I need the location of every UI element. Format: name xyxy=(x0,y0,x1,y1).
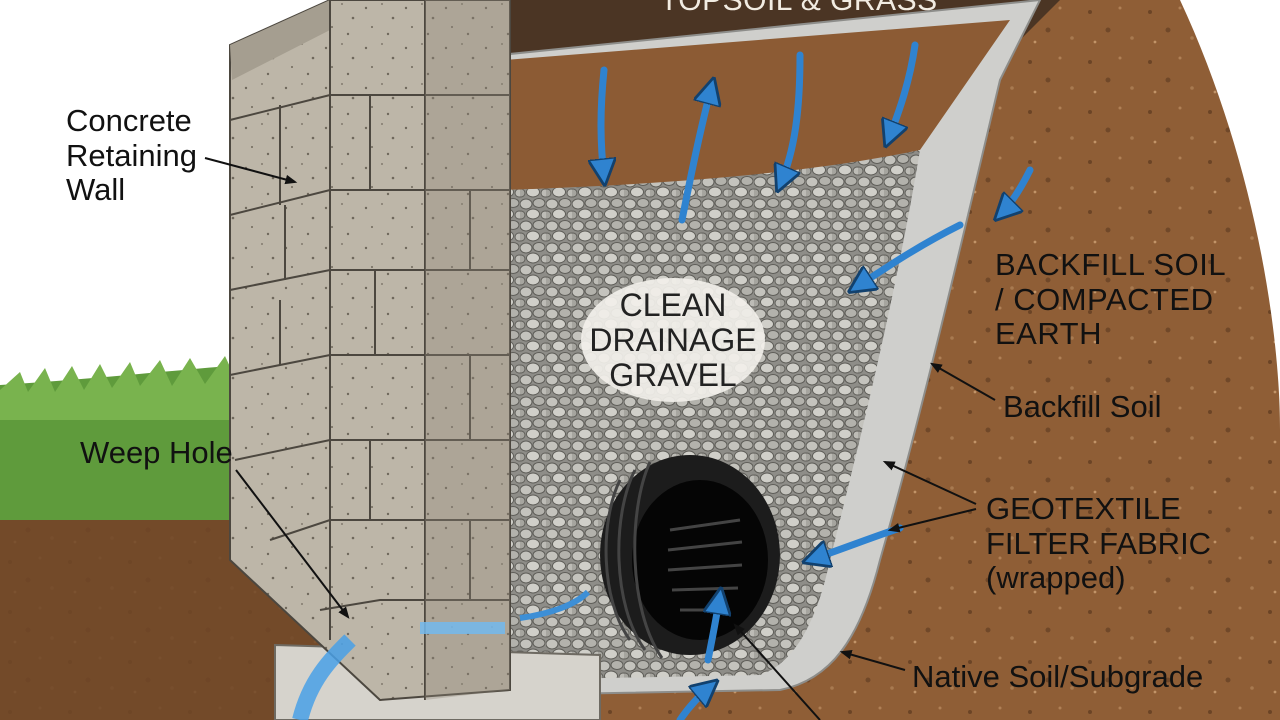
geotextile-label: GEOTEXTILE FILTER FABRIC (wrapped) xyxy=(986,491,1212,596)
gravel-label-patch xyxy=(581,278,765,402)
weep-hole-water xyxy=(292,634,356,720)
water-flow-arrows xyxy=(601,41,1034,720)
perforated-drain-pipe xyxy=(600,455,780,659)
wall-label: Concrete Retaining Wall xyxy=(66,103,197,208)
native-soil-label: Native Soil/Subgrade xyxy=(912,659,1204,694)
topsoil-label: TOPSOIL & GRASS xyxy=(660,0,938,17)
concrete-retaining-wall xyxy=(229,0,511,702)
weep-hole-label: Weep Hole xyxy=(80,435,233,470)
backfill-soil-label: Backfill Soil xyxy=(1003,389,1162,424)
gravel-label: CLEAN DRAINAGE GRAVEL xyxy=(589,287,757,394)
label-pointers xyxy=(204,157,996,720)
backfill-heading-label: BACKFILL SOIL / COMPACTED EARTH xyxy=(995,247,1227,352)
